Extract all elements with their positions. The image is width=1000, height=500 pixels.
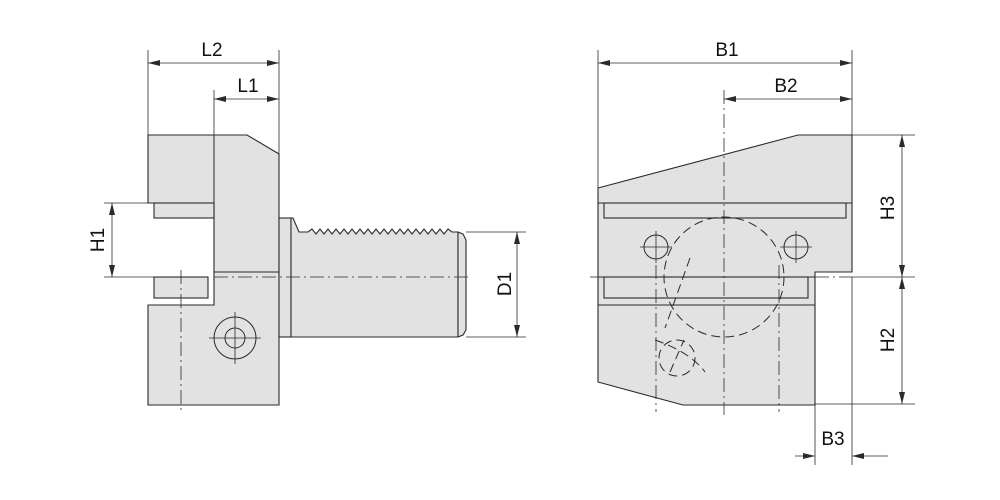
label-D1: D1 [495,272,516,296]
label-H3: H3 [878,196,899,220]
hidden-small-circle [658,339,696,377]
side-view: L2 L1 H1 D1 [88,40,526,412]
label-H1: H1 [88,228,109,252]
label-L1: L1 [237,76,258,97]
shank-chamfer-end [457,231,467,338]
holder-body-front [597,134,853,406]
label-B1: B1 [715,40,738,61]
label-L2: L2 [201,40,222,61]
mounting-hole-left [640,231,672,263]
label-B3: B3 [821,429,844,450]
label-H2: H2 [878,328,899,352]
threaded-shank [290,217,459,338]
label-B2: B2 [774,76,797,97]
shank-flange [278,217,292,338]
lower-rail [603,276,809,299]
front-view: B1 B2 H3 H2 B3 [590,40,915,465]
upper-jaw-plate [153,202,215,219]
screw-hole [209,312,261,364]
mounting-hole-right [780,231,812,263]
upper-rail [603,202,847,219]
